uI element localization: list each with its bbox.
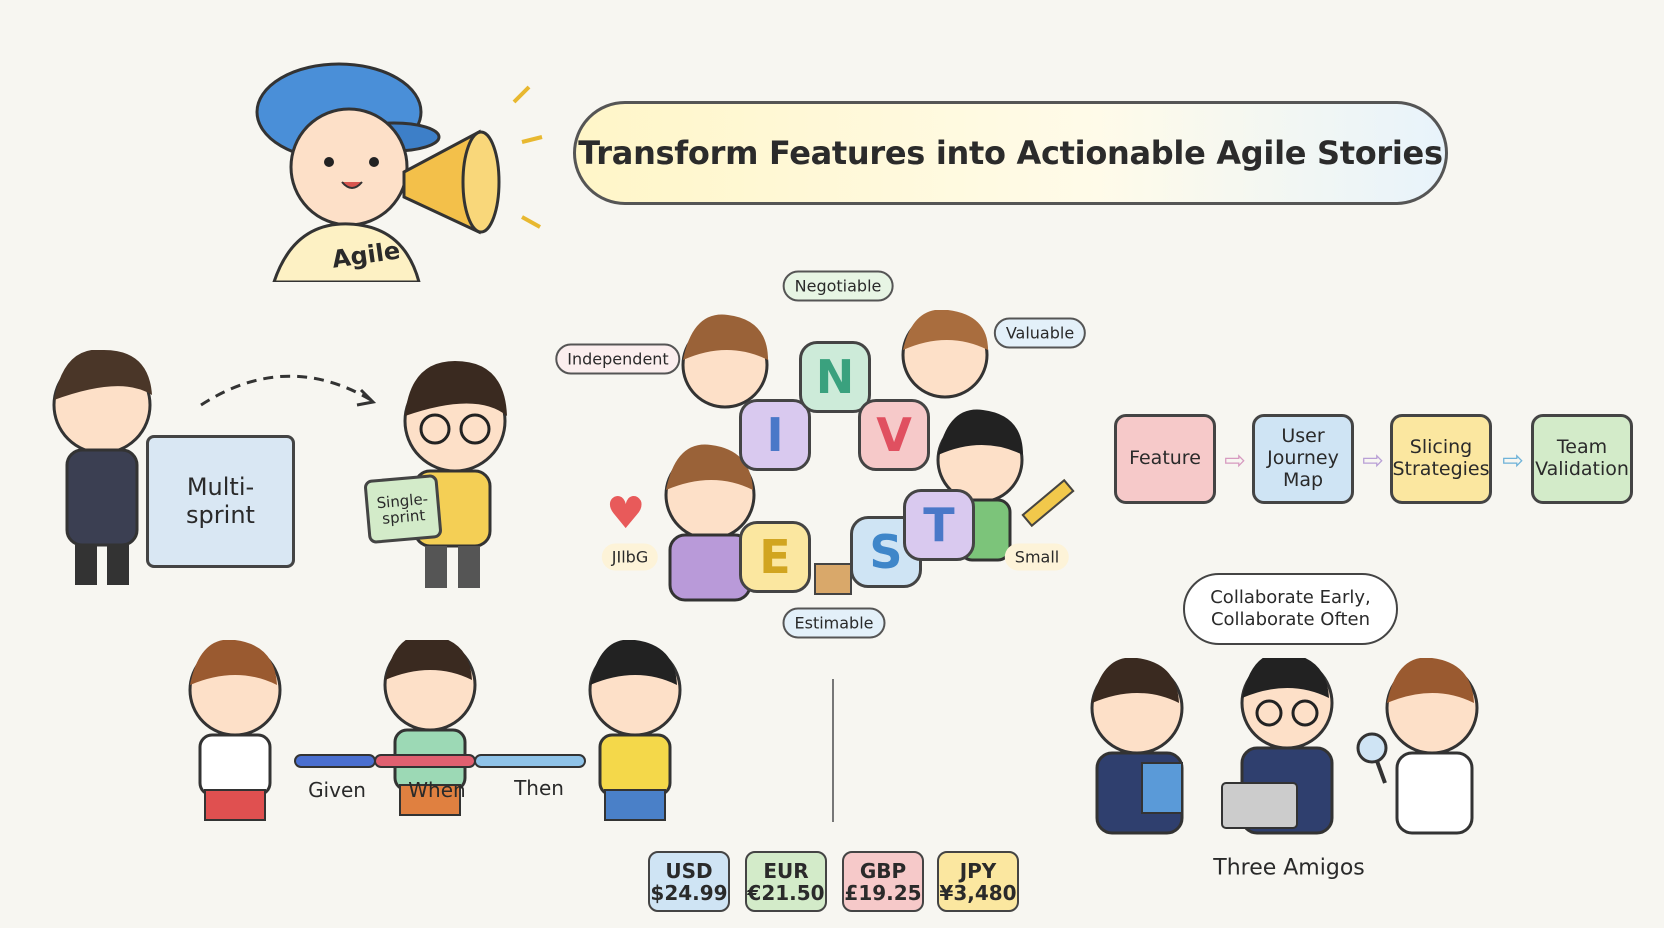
label-given: Given	[308, 778, 366, 802]
box-icon	[814, 563, 852, 595]
shirt	[272, 222, 421, 282]
flow-step-team-validation: Team Validation	[1531, 414, 1633, 504]
heart-icon: ♥	[606, 488, 646, 539]
currency-value: $24.99	[650, 880, 728, 905]
currency-tag-gbp: GBP£19.25	[842, 851, 924, 912]
dashed-arrow-icon	[200, 374, 377, 407]
currency-code: JPY	[959, 858, 997, 883]
flow-step-feature: Feature	[1114, 414, 1216, 504]
currency-value: ¥3,480	[939, 880, 1017, 905]
invest-letter-n: N	[799, 341, 871, 413]
arrow-right-icon: ⇨	[1224, 446, 1246, 476]
invest-kids-illustration	[664, 310, 1024, 602]
flow-step-user-journey-map: User Journey Map	[1252, 414, 1354, 504]
invest-letter-i: I	[739, 399, 811, 471]
divider	[832, 679, 834, 822]
bubble-garbled: JIlbG	[601, 543, 659, 571]
mascot-illustration	[255, 62, 543, 282]
multi-sprint-box: Multi- sprint	[146, 435, 295, 568]
single-sprint-sign: Single- sprint	[363, 473, 443, 545]
speech-bubble-collaborate: Collaborate Early, Collaborate Often	[1183, 573, 1398, 645]
title-banner: Transform Features into Actionable Agile…	[573, 101, 1448, 205]
rope-then	[474, 754, 586, 768]
arrow-right-icon: ⇨	[1362, 446, 1384, 476]
invest-letter-v: V	[858, 399, 930, 471]
flow-step-slicing-strategies: Slicing Strategies	[1390, 414, 1492, 504]
clipboard-icon	[1141, 762, 1183, 814]
rope-when	[374, 754, 476, 768]
page-title: Transform Features into Actionable Agile…	[578, 134, 1443, 172]
invest-letter-e: E	[739, 521, 811, 593]
currency-tag-eur: EUR€21.50	[745, 851, 827, 912]
label-then: Then	[514, 776, 564, 800]
given-when-then-kids-illustration	[188, 640, 682, 821]
invest-letter-t: T	[903, 489, 975, 561]
three-amigos-illustration	[1090, 658, 1479, 835]
bubble-estimable: Estimable	[782, 607, 886, 639]
magnifier-icon	[1356, 732, 1388, 764]
currency-tag-jpy: JPY¥3,480	[937, 851, 1019, 912]
bubble-valuable: Valuable	[993, 317, 1087, 349]
currency-code: USD	[665, 858, 713, 883]
three-amigos-label: Three Amigos	[1213, 855, 1365, 881]
label-when: When	[408, 778, 466, 802]
laptop-icon	[1221, 782, 1298, 829]
bubble-small: Small	[1004, 543, 1070, 571]
bubble-negotiable: Negotiable	[782, 270, 894, 302]
currency-tag-usd: USD$24.99	[648, 851, 730, 912]
bubble-independent: Independent	[555, 343, 681, 375]
currency-code: GBP	[859, 858, 907, 883]
businessman-illustration	[52, 350, 152, 585]
currency-code: EUR	[763, 858, 809, 883]
arrow-right-icon: ⇨	[1502, 446, 1524, 476]
currency-value: €21.50	[747, 880, 825, 905]
currency-value: £19.25	[844, 880, 922, 905]
face	[289, 107, 409, 227]
rope-given	[294, 754, 376, 768]
